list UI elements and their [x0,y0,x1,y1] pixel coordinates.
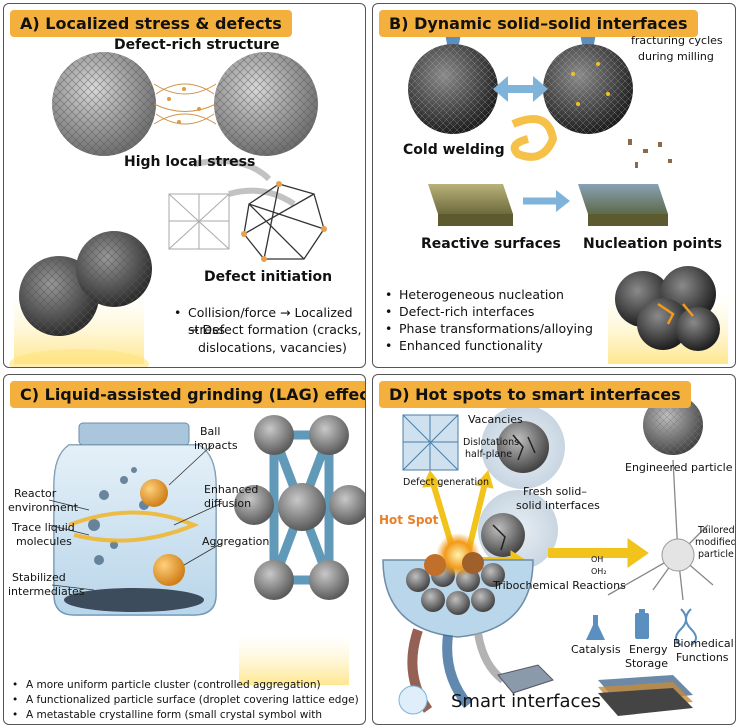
label-vacancies: Vacancies [468,413,523,426]
energy-storage-icon [635,609,649,639]
label-ball-2: impacts [194,439,238,452]
label-stab-2: intermediates [8,585,85,598]
panel-d: D) Hot spots to smart interfaces Vacanci… [372,374,736,725]
label-dislocations-2: half-plane [465,449,513,460]
sphere-left [52,52,156,156]
lag-cluster [234,415,365,600]
bullet-c1: A more uniform particle cluster (control… [12,678,365,693]
label-tailored-2: modified [695,537,736,548]
label-reactive-surfaces: Reactive surfaces [421,236,561,252]
label-enh-1: Enhanced [204,483,259,496]
label-smart-interfaces: Smart interfaces [451,691,601,712]
panel-c: C) Liquid-assisted grinding (LAG) effect… [3,374,366,725]
label-hot-spot: Hot Spot [379,513,439,527]
label-oh2: OH₂ [591,567,607,576]
bullet-a1-cont1: → Defect formation (cracks, [188,322,362,337]
catalysis-icon [586,615,605,640]
label-dislocations-1: Dislotations [463,437,520,448]
label-defect-rich: Defect-rich structure [114,37,280,53]
label-tribo: Tribochemical Reactions [493,579,626,592]
label-ball-1: Ball [200,425,221,438]
label-bio-1: Biomedical [673,637,734,650]
panel-a: A) Localized stress & defects Defect-ric… [3,3,366,368]
label-enh-2: diffusion [204,497,252,510]
bullet-a1: Collision/force → Localized stress [174,304,365,338]
panel-c-illustration [48,415,365,685]
lattice-left [168,193,230,250]
panel-a-illustration [9,52,327,367]
label-stab-1: Stabilized [12,571,66,584]
biomedical-icon [675,608,697,646]
label-nucleation-points: Nucleation points [583,236,723,252]
bullet-c2: A functionalized particle surface (dropl… [12,693,365,708]
label-engineered: Engineered particle [625,461,733,474]
panel-d-title: D) Hot spots to smart interfaces [379,381,691,408]
bullet-b2: Defect-rich interfaces [385,303,593,320]
panel-d-illustration [382,395,714,716]
label-defect-initiation: Defect initiation [204,269,333,285]
label-aggregation: Aggregation [202,535,270,548]
label-reactor-1: Reactor [14,487,57,500]
label-energy-1: Energy [629,643,668,656]
label-trace-2: molecules [16,535,72,548]
bullet-b1: Heterogeneous nucleation [385,286,593,303]
panel-b-illustration [408,24,728,364]
panel-b: B) Dynamic solid–solid interfaces fractu… [372,3,736,368]
bullet-a1-cont2: dislocations, vacancies) [198,340,347,355]
label-high-stress: High local stress [124,154,256,170]
label-tailored-3: particle [698,549,734,560]
panel-b-title: B) Dynamic solid–solid interfaces [379,10,698,37]
colliding-particles [19,231,152,336]
label-catalysis: Catalysis [571,643,621,656]
label-defect-generation: Defect generation [403,477,489,488]
lattice-right [243,183,325,260]
panel-a-title: A) Localized stress & defects [10,10,292,37]
label-trace-1: Trace liquid [12,521,75,534]
label-tailored-1: Tailored [698,525,735,536]
panel-a-bullets: Collision/force → Localized stress [174,304,365,338]
panel-c-bullets: A more uniform particle cluster (control… [12,678,365,724]
label-oh: OH [591,555,604,564]
nucleation-cluster [615,266,720,351]
label-during-milling: during milling [638,50,714,63]
label-bio-2: Functions [676,651,729,664]
bullet-b3: Phase transformations/alloying [385,320,593,337]
label-fracturing: fracturing cycles [631,34,723,47]
label-energy-2: Storage [625,657,669,670]
label-reactor-2: environment [8,501,79,514]
label-fresh-1: Fresh solid– [523,485,587,498]
bullet-b4: Enhanced functionality [385,337,593,354]
label-fresh-2: solid interfaces [516,499,600,512]
panel-b-bullets: Heterogeneous nucleation Defect-rich int… [385,286,593,354]
sphere-right [214,52,318,156]
defect-cube [402,414,459,471]
bullet-c3: A metastable crystalline form (small cry… [12,708,365,724]
label-cold-welding: Cold welding [403,142,505,158]
panel-c-title: C) Liquid-assisted grinding (LAG) effect… [10,381,365,408]
